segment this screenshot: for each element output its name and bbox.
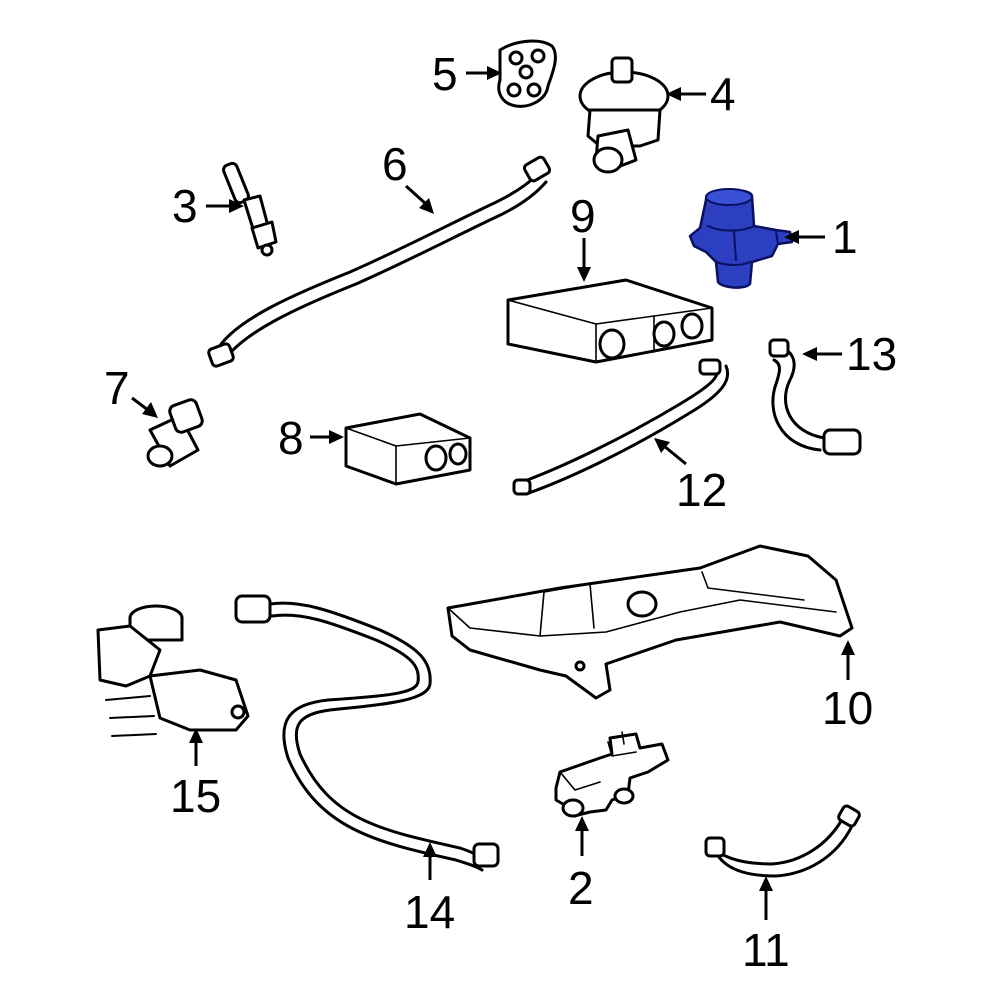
part-9-canister[interactable] <box>506 278 714 364</box>
callout-13: 13 <box>802 328 897 380</box>
callout-10: 10 <box>822 640 873 734</box>
part-2-solenoid-valve[interactable] <box>554 731 670 818</box>
callout-7-label: 7 <box>104 362 130 414</box>
callout-8-label: 8 <box>278 412 304 464</box>
part-1-purge-valve[interactable] <box>688 188 794 289</box>
part-15-valve-assembly[interactable] <box>96 604 250 737</box>
callout-3: 3 <box>172 180 244 232</box>
callout-15-label: 15 <box>170 770 221 822</box>
callout-5: 5 <box>432 48 502 100</box>
part-12-hose[interactable] <box>512 358 730 496</box>
callout-4: 4 <box>666 68 736 120</box>
part-13-hose[interactable] <box>768 338 862 456</box>
part-11-hose[interactable] <box>704 804 861 878</box>
part-8-canister[interactable] <box>344 412 472 486</box>
callout-7: 7 <box>104 362 158 418</box>
part-4-egr-valve[interactable] <box>578 56 670 174</box>
callout-14: 14 <box>404 842 455 938</box>
callout-8: 8 <box>278 412 344 464</box>
part-3-sensor[interactable] <box>222 161 278 257</box>
callout-6: 6 <box>382 138 434 214</box>
callout-14-label: 14 <box>404 886 455 938</box>
callout-13-label: 13 <box>846 328 897 380</box>
callout-3-label: 3 <box>172 180 198 232</box>
callout-11-label: 11 <box>742 924 790 976</box>
callout-1-label: 1 <box>832 211 858 263</box>
part-5-gasket[interactable] <box>497 39 557 108</box>
callout-12-label: 12 <box>676 464 727 516</box>
callout-10-label: 10 <box>822 682 873 734</box>
part-7-fitting[interactable] <box>146 398 204 468</box>
part-6-hose[interactable] <box>207 155 552 368</box>
callout-15: 15 <box>170 728 221 822</box>
callout-12: 12 <box>654 438 727 516</box>
callout-6-label: 6 <box>382 138 408 190</box>
callout-5-label: 5 <box>432 48 458 100</box>
callout-9: 9 <box>570 190 596 282</box>
callout-2: 2 <box>568 816 594 914</box>
callout-9-label: 9 <box>570 190 596 242</box>
callout-2-label: 2 <box>568 862 594 914</box>
part-1-cap <box>705 188 753 206</box>
callout-4-label: 4 <box>710 68 736 120</box>
callout-1: 1 <box>784 211 858 263</box>
callout-11: 11 <box>742 876 790 976</box>
part-10-bracket[interactable] <box>446 544 854 700</box>
